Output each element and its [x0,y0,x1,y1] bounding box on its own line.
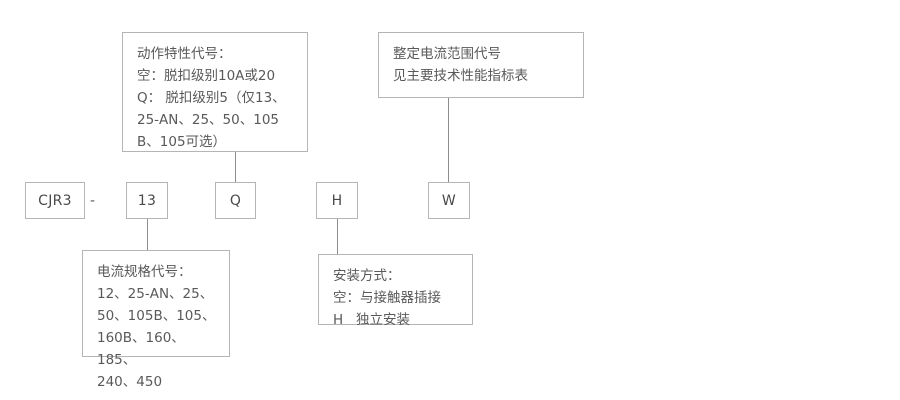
connector-setrange-to-w [448,98,449,182]
connector-13-to-current [147,219,148,250]
note-setting-current-range: 整定电流范围代号 见主要技术性能指标表 [378,32,584,98]
code-series: CJR3 [25,182,85,219]
connector-h-to-mount [337,219,338,254]
note-current-rating: 电流规格代号： 12、25-AN、25、 50、105B、105、 160B、1… [82,250,230,390]
code-separator: - [90,193,96,209]
code-mounting-method: H [316,182,358,219]
code-current-rating: 13 [126,182,168,219]
note-mounting-method: 安装方式： 空：与接触器插接 H 独立安装 [318,254,473,328]
connector-action-to-q [235,152,236,182]
code-setting-current-range: W [428,182,470,219]
code-action-characteristic: Q [215,182,256,219]
note-action-characteristic: 动作特性代号： 空：脱扣级别10A或20 Q： 脱扣级别5（仅13、 25-AN… [122,32,308,152]
